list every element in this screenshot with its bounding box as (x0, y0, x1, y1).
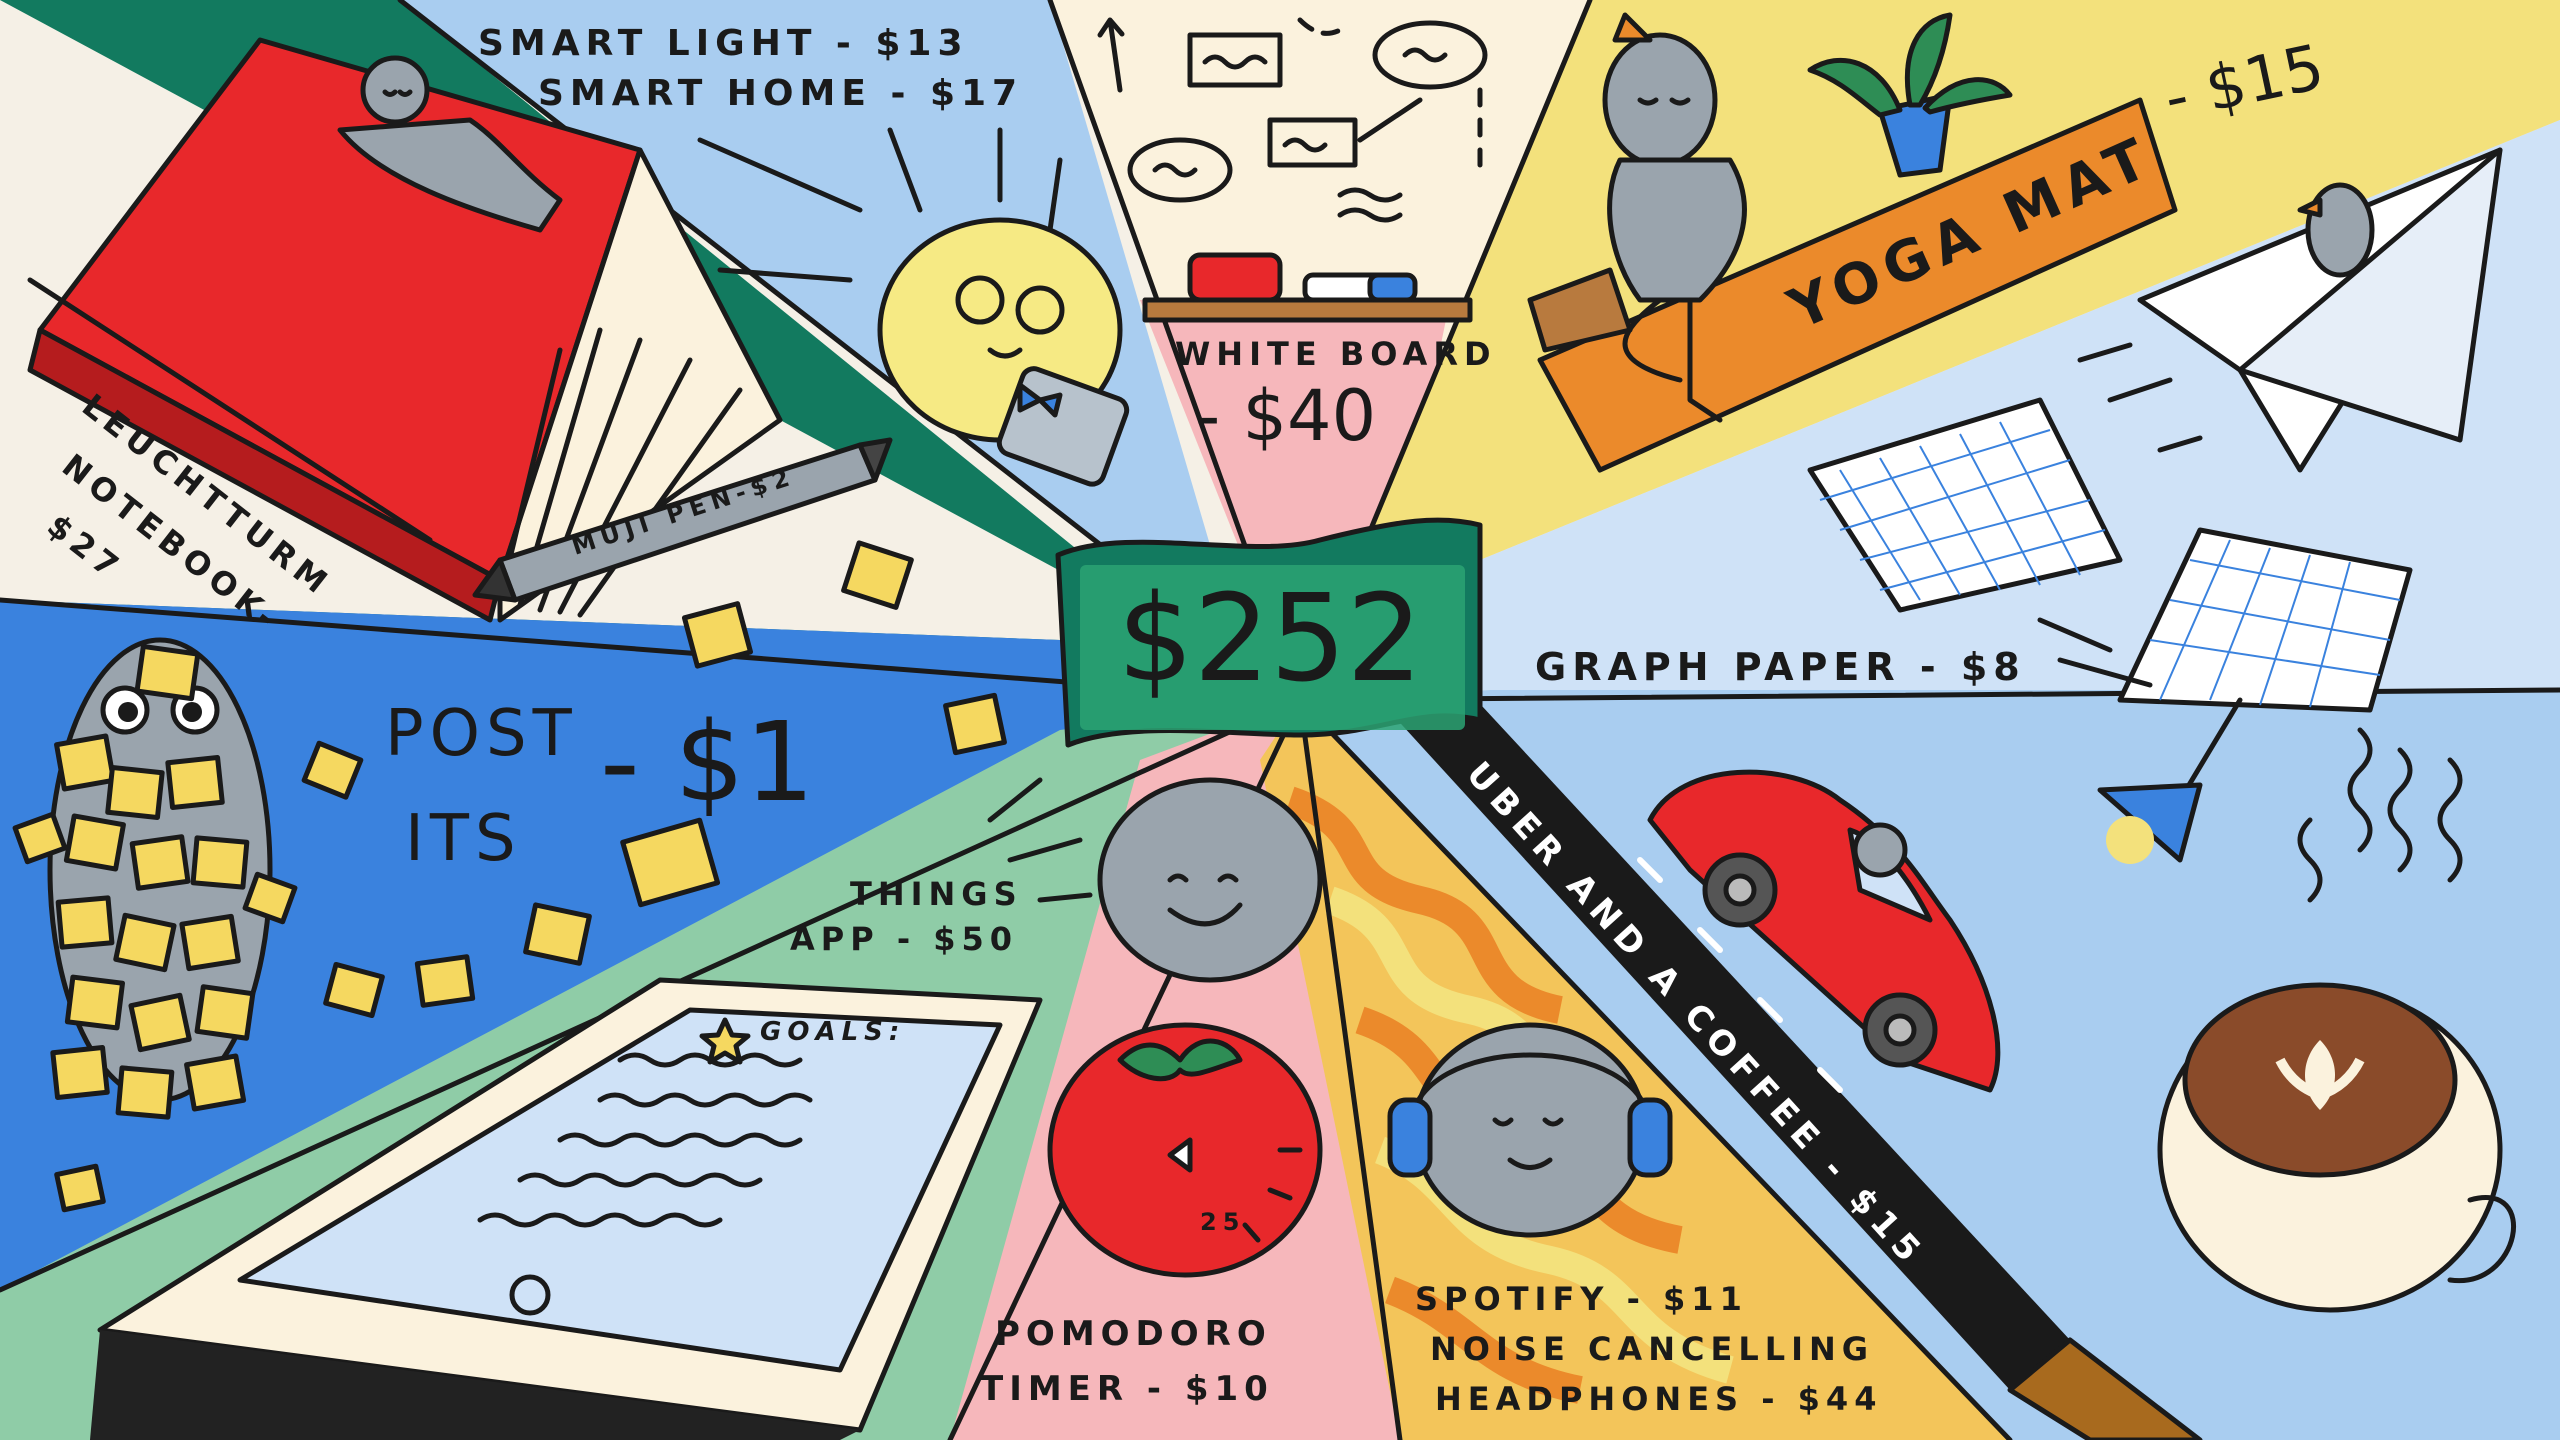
potted-plant (1807, 12, 2013, 178)
whiteboard-label-2: - $40 (1195, 375, 1376, 457)
pomodoro-dial-number: 25 (1200, 1208, 1245, 1236)
moon-face (1097, 777, 1323, 983)
center-total: $252 (1117, 570, 1422, 709)
sticky-notes (12, 540, 1007, 1213)
graph-paper-label: GRAPH PAPER - $8 (1535, 645, 2026, 689)
post-its-price: - $1 (600, 698, 815, 826)
post-its-label-1: POST (385, 697, 578, 771)
pomodoro-label-1: POMODORO (995, 1314, 1272, 1354)
speed-lines-right (2037, 342, 2203, 688)
segment-spotify (1250, 700, 2010, 1440)
spotify-label-2: NOISE CANCELLING (1430, 1330, 1874, 1368)
whiteboard-marker-cap (1367, 272, 1418, 303)
center-banner: $252 (1055, 517, 1483, 748)
hanging-lamp (2097, 697, 2243, 864)
tablet: GOALS: (90, 977, 1043, 1440)
paper-airplane (2137, 147, 2503, 473)
whiteboard-drawings (1097, 17, 1488, 223)
things-label-1: THINGS (850, 875, 1023, 913)
segment-whiteboard-price (1140, 300, 1450, 700)
yoga-figure (1602, 12, 1747, 423)
graph-paper-sheets (1807, 397, 2413, 713)
pomodoro-label-2: TIMER - $10 (980, 1369, 1274, 1409)
post-its-label-2: ITS (405, 802, 522, 876)
spotify-label-3: HEADPHONES - $44 (1435, 1380, 1882, 1418)
pomodoro-timer: 25 (1047, 1022, 1323, 1278)
whiteboard-eraser (1187, 252, 1283, 303)
smart-light-label: SMART LIGHT - $13 (478, 23, 969, 64)
red-car (1647, 769, 2001, 1093)
whiteboard-label-1: WHITE BOARD (1175, 335, 1497, 373)
headphones-character (1387, 1022, 1673, 1238)
smart-home-label: SMART HOME - $17 (538, 73, 1023, 114)
coffee-cup (2157, 982, 2517, 1313)
things-label-2: APP - $50 (790, 920, 1018, 958)
whiteboard-tray (1142, 297, 1473, 323)
lightbulb-character (697, 127, 1130, 487)
steam-lines (2297, 727, 2463, 903)
speed-lines-things (987, 777, 1093, 903)
spotify-label-1: SPOTIFY - $11 (1415, 1280, 1748, 1318)
tablet-goals-label: GOALS: (760, 1017, 905, 1047)
